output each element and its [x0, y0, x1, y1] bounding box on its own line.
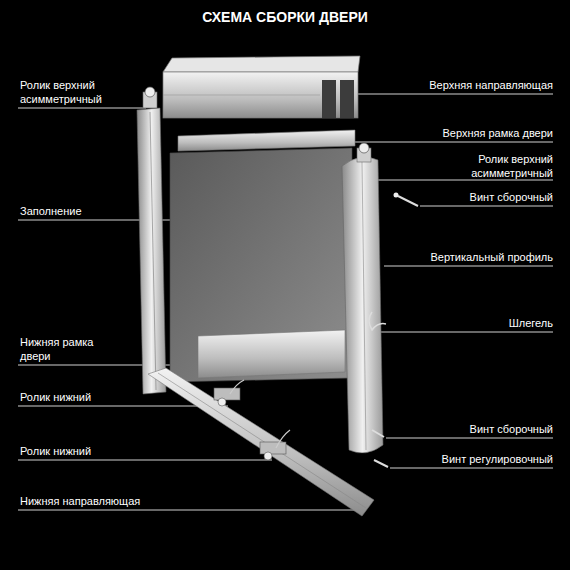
vertical-profile-left — [137, 108, 166, 394]
leader-line — [370, 180, 553, 181]
upper-guide — [163, 56, 360, 118]
vertical-profile-right — [342, 157, 386, 453]
part-label: Ролик верхний асимметричный — [20, 78, 115, 106]
door-panel — [170, 148, 352, 382]
part-label: Верхняя направляющая — [403, 78, 553, 92]
bottom-frame — [198, 330, 345, 378]
part-label: Ролик нижний — [20, 444, 170, 458]
screws — [372, 193, 418, 468]
top-roller-right — [357, 143, 371, 162]
leader-line — [18, 510, 362, 511]
leader-line — [380, 332, 553, 333]
part-label: Вертикальный профиль — [393, 250, 553, 264]
part-label: Нижняя направляющая — [20, 494, 190, 508]
leader-line — [18, 460, 272, 461]
part-label: Заполнение — [20, 204, 170, 218]
leader-line — [420, 206, 553, 207]
title: СХЕМА СБОРКИ ДВЕРИ — [0, 9, 570, 25]
bottom-rollers — [214, 380, 290, 460]
part-label: Винт сборочный — [403, 422, 553, 436]
leader-line — [390, 468, 553, 469]
leader-lines — [18, 94, 553, 510]
upper-frame — [178, 130, 355, 151]
part-label: Винт регулировочный — [393, 452, 553, 466]
part-label: Ролик верхний асимметричный — [458, 152, 553, 180]
leader-line — [384, 266, 553, 267]
brush-seal — [369, 312, 386, 330]
bottom-guide — [148, 368, 374, 516]
part-label: Шлегель — [403, 316, 553, 330]
top-roller-left — [143, 87, 157, 108]
leader-line — [340, 94, 553, 95]
part-label: Ролик нижний — [20, 390, 170, 404]
leader-line — [18, 108, 146, 109]
part-label: Верхняя рамка двери — [403, 126, 553, 140]
part-label: Винт сборочный — [403, 190, 553, 204]
leader-line — [386, 438, 553, 439]
part-label: Нижняя рамка двери — [20, 335, 110, 363]
